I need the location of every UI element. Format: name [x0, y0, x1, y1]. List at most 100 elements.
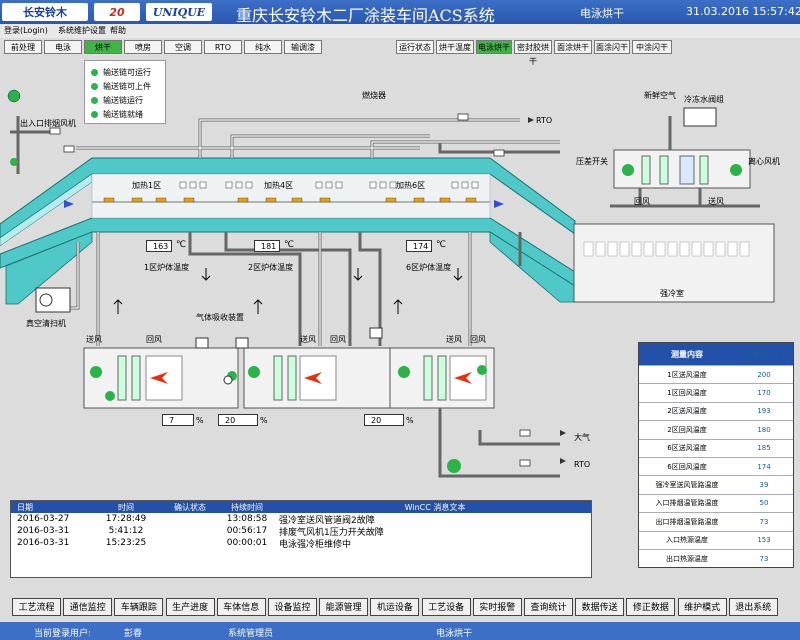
current-user: 彭春: [124, 629, 143, 639]
zone-2-temp: 181: [254, 240, 280, 252]
measurement-header: 测量内容 测量值(℃): [639, 343, 793, 365]
page-title: 重庆长安铃木二厂涂装车间ACS系统: [236, 6, 495, 25]
chill-valve-label: 冷冻水阀组: [684, 95, 724, 104]
cooling-room-unit: [573, 107, 775, 303]
area-tab-1[interactable]: 电泳: [44, 40, 82, 54]
alarm-cell: 2016-03-31: [17, 538, 70, 548]
area-tab-3[interactable]: 喷房: [124, 40, 162, 54]
area-tab-6[interactable]: 纯水: [244, 40, 282, 54]
rto-arrow-icon: [560, 458, 566, 464]
header-bar: 长安铃木 20 UNIQUE 重庆长安铃木二厂涂装车间ACS系统 电泳烘干 31…: [0, 0, 800, 25]
rto-top-arrow-icon: [528, 117, 534, 123]
measurement-name: 2区回风温度: [667, 425, 707, 434]
conveyor-status-text: 输送链就绪: [103, 110, 143, 119]
area-tab-2[interactable]: 烘干: [84, 40, 122, 54]
rto-top-label: RTO: [536, 116, 553, 125]
menu-bar: 登录(Login) 系统维护设置 帮助: [0, 24, 800, 38]
footer-button-5[interactable]: 设备监控: [268, 598, 317, 616]
menu-login[interactable]: 登录(Login): [4, 26, 48, 35]
footer-button-10[interactable]: 查询统计: [524, 598, 573, 616]
atmosphere-arrow-icon: [560, 430, 566, 436]
alarm-cell: 15:23:25: [105, 538, 147, 548]
footer-button-11[interactable]: 数据传送: [575, 598, 625, 616]
oven-bottom-duct: [0, 217, 576, 287]
exhaust-fan-label: 出入口排烟风机: [20, 119, 76, 128]
measurement-name: 2区送风温度: [667, 407, 707, 416]
zone-6-temp-label: 6区炉体温度: [406, 263, 452, 272]
zone-1-temp: 163: [146, 240, 172, 252]
alarm-cell: 13:08:58: [226, 514, 268, 524]
unit-2-return-label: 回风: [330, 335, 346, 344]
menu-help[interactable]: 帮助: [110, 26, 126, 35]
footer-button-0[interactable]: 工艺流程: [12, 598, 61, 616]
measurement-header-cell: 测量值(℃): [743, 349, 785, 359]
footer-button-3[interactable]: 生产进度: [165, 598, 215, 616]
exit-arrow-icon: [494, 200, 504, 208]
conveyor-status-item: 输送链就绪: [91, 109, 143, 120]
alarm-header-cell: WinCC 消息文本: [404, 502, 466, 512]
footer-button-12[interactable]: 修正数据: [626, 598, 676, 616]
alarm-cell: 00:00:01: [226, 538, 268, 548]
view-tab-1[interactable]: 烘干温度: [436, 40, 474, 54]
footer-button-14[interactable]: 退出系统: [728, 598, 778, 616]
alarm-cell: 电泳强冷柜维修中: [279, 539, 352, 550]
view-tab-3[interactable]: 密封胶烘干: [514, 40, 552, 66]
area-tab-4[interactable]: 空调: [164, 40, 202, 54]
unit-2-supply-label: 送风: [300, 335, 316, 344]
alarm-cell: 17:28:49: [105, 514, 147, 524]
area-tab-5[interactable]: RTO: [204, 40, 242, 54]
footer-button-2[interactable]: 车辆跟踪: [114, 598, 164, 616]
view-tab-2[interactable]: 电泳烘干: [476, 40, 512, 54]
footer-button-8[interactable]: 工艺设备: [421, 598, 471, 616]
measurement-value: 180: [757, 425, 771, 434]
cooling-supply-label: 送风: [708, 197, 724, 206]
conveyor-status-text: 输送链可运行: [103, 68, 151, 77]
measurement-name: 6区送风温度: [667, 444, 707, 453]
unit-3-return-label: 回风: [470, 335, 486, 344]
view-tab-4[interactable]: 面涂烘干: [554, 40, 592, 54]
outlet-fan-icon: [447, 459, 461, 473]
area-tab-0[interactable]: 前处理: [4, 40, 42, 54]
air-units: [83, 327, 495, 409]
datetime: 31.03.2016 15:57:42: [686, 5, 800, 18]
footer-button-1[interactable]: 通信监控: [63, 598, 113, 616]
heat-zone-4-label: 加热4区: [264, 181, 294, 190]
footer-button-9[interactable]: 实时报警: [472, 598, 522, 616]
alarm-cell: 2016-03-31: [17, 526, 70, 536]
unit-1-supply-label: 送风: [86, 335, 102, 344]
status-area: 电泳烘干: [436, 629, 473, 639]
valves: [49, 113, 531, 467]
status-led-icon: [91, 111, 98, 118]
alarm-cell: 排废气风机1压力开关故障: [279, 527, 384, 538]
oven-chamber: [91, 173, 491, 219]
footer-button-7[interactable]: 机运设备: [370, 598, 420, 616]
measurement-value: 73: [759, 554, 769, 563]
footer-button-4[interactable]: 车体信息: [216, 598, 266, 616]
conveyor-status-item: 输送链可运行: [91, 67, 151, 78]
measurement-header-cell: 测量内容: [671, 349, 703, 359]
menu-maintenance[interactable]: 系统维护设置: [58, 26, 106, 35]
alarm-row[interactable]: 2016-03-31 15:23:25 00:00:01 电泳强冷柜维修中: [11, 537, 591, 550]
conveyor-status-item: 输送链运行: [91, 95, 143, 106]
measurement-value: 50: [759, 499, 769, 508]
measurement-value: 153: [757, 536, 771, 545]
alarm-header-cell: 时间: [118, 502, 134, 512]
view-tab-5[interactable]: 面涂闪干: [594, 40, 630, 54]
footer-button-6[interactable]: 能源管理: [319, 598, 369, 616]
footer-button-13[interactable]: 维护模式: [677, 598, 727, 616]
zone-2-temp-icon: ℃: [284, 240, 295, 250]
area-tab-7[interactable]: 输调漆: [284, 40, 322, 54]
view-tab-0[interactable]: 运行状态: [396, 40, 434, 54]
view-tab-6[interactable]: 中涂闪干: [632, 40, 672, 54]
burner-label: 燃烧器: [362, 91, 386, 100]
